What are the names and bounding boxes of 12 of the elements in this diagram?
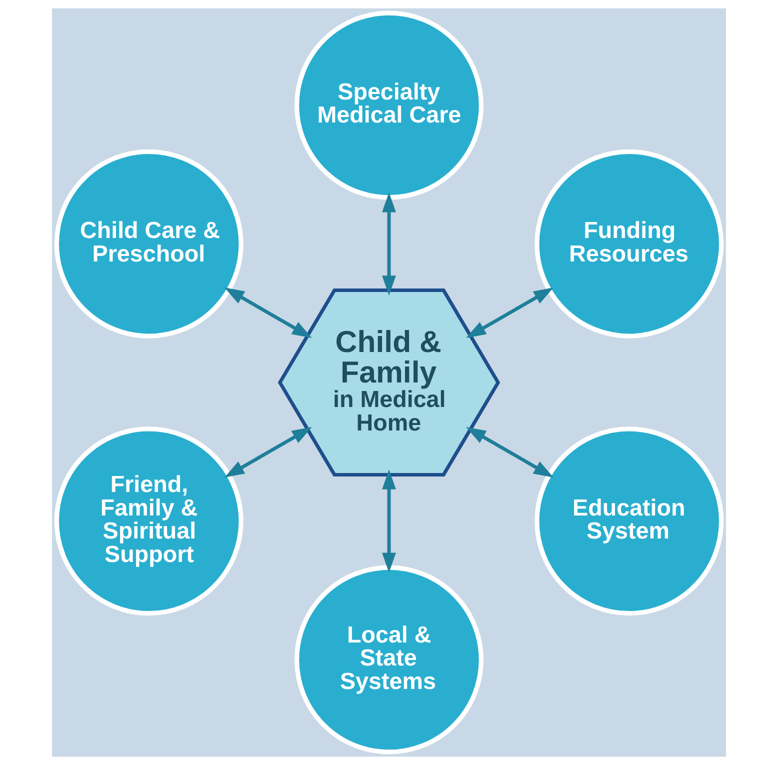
arrow bbox=[382, 470, 396, 573]
arrow bbox=[466, 288, 554, 338]
node-circle: Funding Resources bbox=[534, 149, 724, 338]
arrow bbox=[382, 192, 396, 296]
arrow bbox=[466, 426, 554, 478]
arrow bbox=[224, 288, 312, 338]
node-circle: Friend, Family & Spiritual Support bbox=[54, 426, 244, 616]
node-circle: Education System bbox=[534, 426, 724, 616]
arrow bbox=[224, 426, 312, 478]
node-circle: Child Care & Preschool bbox=[54, 149, 244, 338]
node-circle: Specialty Medical Care bbox=[294, 10, 484, 200]
node-circle: Local & State Systems bbox=[294, 565, 484, 754]
